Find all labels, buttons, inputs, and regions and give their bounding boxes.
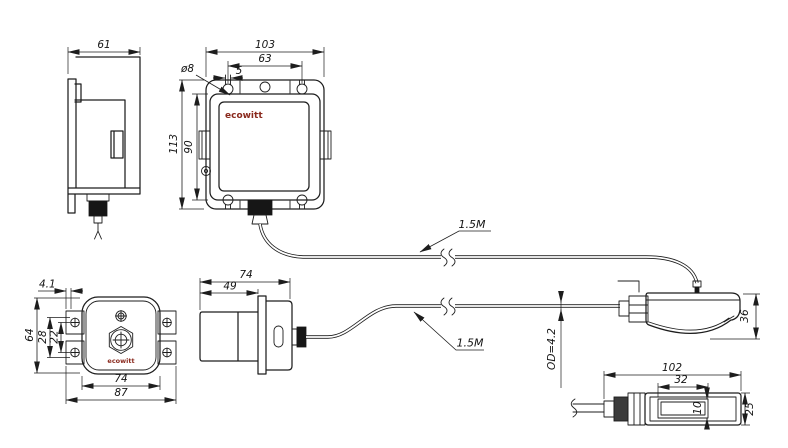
keyhole-slot-right <box>296 83 308 95</box>
ear-screw-holes <box>70 317 172 358</box>
side-body-outline <box>67 56 141 214</box>
head-side-details <box>645 299 741 331</box>
mounting-bracket <box>617 280 640 293</box>
dim-main-front-overall-height: 113 <box>168 134 180 154</box>
mounting-ears <box>65 310 177 365</box>
dim-main-front-overall-width: 103 <box>255 39 275 51</box>
bottom-slot-right <box>296 194 308 206</box>
cable-lower-leader <box>413 311 484 351</box>
gland-stub-main <box>251 214 269 225</box>
side-clips <box>198 130 332 160</box>
junction-box-front-view: ecowitt 4.1 64 28 22 74 87 <box>24 279 177 404</box>
dim-junction-body-width: 74 <box>114 373 127 385</box>
center-hex-fitting <box>108 326 134 354</box>
dim-junction-height: 64 <box>24 328 36 341</box>
front-panel <box>218 101 310 192</box>
cable-break-upper <box>440 248 456 267</box>
junction-box-side-view: 74 49 <box>199 269 307 375</box>
bottom-slot-left <box>222 194 234 206</box>
dim-junction-hole-span-outer: 28 <box>37 330 49 344</box>
dim-head-top-window-length: 32 <box>674 374 688 386</box>
sensor-window-outer <box>657 398 709 419</box>
sensor-window-inner <box>660 401 706 416</box>
ear-hole <box>201 166 211 176</box>
dim-head-top-width: 25 <box>744 402 756 416</box>
dim-main-front-hole-diameter: ø8 <box>180 63 194 75</box>
cable-break-lower <box>440 297 456 316</box>
top-screw <box>115 310 127 322</box>
flange-slot <box>273 325 284 348</box>
dim-head-top-length: 102 <box>662 362 682 374</box>
brand-label-main: ecowitt <box>225 111 263 121</box>
cable-gland-body <box>88 200 108 217</box>
extension-lines <box>179 47 325 210</box>
dim-junction-overall-width: 87 <box>114 387 128 399</box>
dim-head-top-window-width: 10 <box>692 401 704 415</box>
cable-upper-leader <box>419 230 491 253</box>
dim-junction-tab-offset: 4.1 <box>39 279 56 291</box>
lower-cable: 1.5M OD=4.2 <box>306 291 620 388</box>
gland-mid-nut <box>613 396 629 422</box>
cable-gland-main <box>247 199 273 216</box>
gland-nut-head <box>628 295 649 323</box>
head-top-outline <box>644 392 742 426</box>
cable-lower-core <box>306 305 620 338</box>
gland-big-nut <box>627 392 646 426</box>
wire-end <box>94 222 102 240</box>
dim-junction-hole-span-inner: 22 <box>49 330 61 344</box>
connector-stub <box>93 215 103 224</box>
cable-gland-top <box>86 193 110 202</box>
junction-body-outline <box>81 296 161 375</box>
brand-label-junction: ecowitt <box>107 357 134 365</box>
bottom-flange-details <box>225 200 305 210</box>
dim-main-front-slot-spacing: 63 <box>258 53 271 65</box>
junction-side-outline <box>199 295 293 375</box>
head-top-face <box>649 396 737 422</box>
main-unit-side-view: 61 <box>67 39 141 240</box>
sensor-head-top-view: 102 32 10 25 <box>570 362 756 430</box>
dim-head-side-height: 36 <box>739 309 751 323</box>
top-center-hole <box>259 81 271 93</box>
dim-junction-side-front-depth: 49 <box>223 281 237 293</box>
label-cable-outer-diameter: OD=4.2 <box>546 328 558 370</box>
upper-cable: 1.5M <box>258 218 699 284</box>
cable-connector-tip <box>694 286 700 294</box>
junction-face <box>85 300 157 371</box>
cable-end-lines <box>570 398 605 418</box>
cable-gland-junction <box>296 326 307 348</box>
keyhole-slot-left <box>222 83 234 95</box>
ear-hole-center <box>203 168 209 174</box>
label-cable-lower-length: 1.5M <box>457 337 484 350</box>
main-unit-front-view: 103 63 5 113 90 ø8 ecowitt <box>168 39 332 225</box>
top-flange-details <box>225 74 305 94</box>
cable-upper-core <box>259 223 698 284</box>
hole-diameter-leader <box>195 74 231 96</box>
dim-main-front-body-height: 90 <box>183 140 195 154</box>
dim-main-side-width: 61 <box>97 39 110 51</box>
dim-junction-side-depth: 74 <box>239 269 252 281</box>
dim-main-front-slot-width: 5 <box>236 65 243 77</box>
label-cable-upper-length: 1.5M <box>459 218 486 231</box>
extension-lines <box>34 288 177 404</box>
sensor-head-side-view: 36 <box>617 280 760 340</box>
